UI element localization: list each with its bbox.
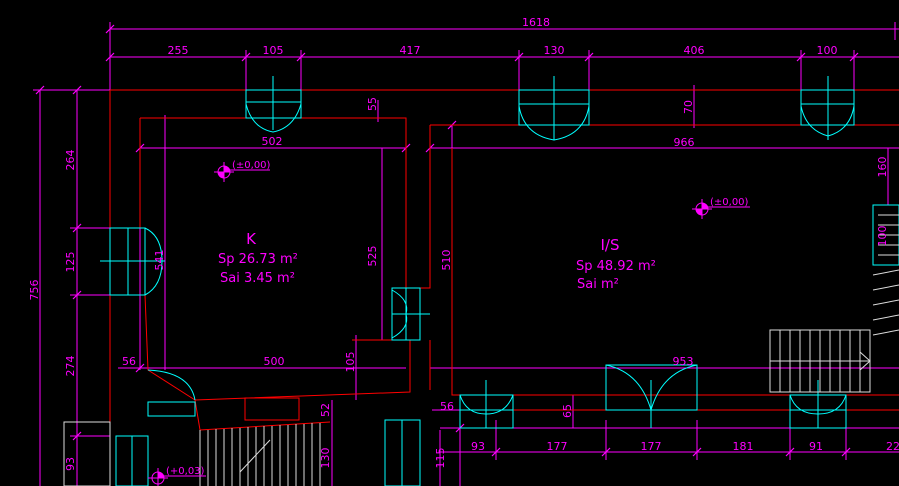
- k-inner-height: 525: [366, 246, 379, 267]
- stair-dim-52: 52: [319, 403, 332, 417]
- level-marker-hall: [148, 468, 206, 486]
- bottom-dim-6: 22: [886, 440, 899, 453]
- stair-dim-105: 105: [344, 352, 357, 373]
- top-dim-3: 417: [400, 44, 421, 57]
- k-width-top: 502: [262, 135, 283, 148]
- is-height: 510: [440, 250, 453, 271]
- level-label-k: (±0,00): [232, 160, 271, 171]
- bottom-dim-1: 93: [471, 440, 485, 453]
- room-k-name: K: [246, 230, 257, 248]
- stairs: [63, 214, 899, 486]
- k-width-bottom: 500: [264, 355, 285, 368]
- left-dim-93: 93: [64, 457, 77, 471]
- room-is-area: Sp 48.92 m²: [576, 259, 656, 274]
- bottom-dim-5: 91: [809, 440, 823, 453]
- windows-doors: [100, 76, 899, 486]
- left-dim-274: 274: [64, 356, 77, 377]
- right-dim-100: 100: [876, 226, 889, 247]
- top-dim-2: 105: [263, 44, 284, 57]
- sill-55: 55: [366, 97, 379, 111]
- right-dim-160: 160: [876, 157, 889, 178]
- overall-dimension-label: 1618: [522, 16, 550, 29]
- room-is-name: I/S: [601, 236, 620, 254]
- bottom-dim-56: 56: [440, 400, 454, 413]
- top-dim-6: 100: [817, 44, 838, 57]
- level-label-hall: (+0,03): [166, 466, 205, 477]
- bottom-dim-2: 177: [547, 440, 568, 453]
- top-dim-5: 406: [684, 44, 705, 57]
- level-label-is: (±0,00): [710, 197, 749, 208]
- is-width-top: 966: [674, 136, 695, 149]
- top-dim-4: 130: [544, 44, 565, 57]
- left-dim-756: 756: [28, 280, 41, 301]
- left-dim-56: 56: [122, 355, 136, 368]
- dimension-ticks: [35, 24, 859, 457]
- room-k-area: Sp 26.73 m²: [218, 252, 298, 267]
- left-dim-264: 264: [64, 150, 77, 171]
- bottom-dim-3: 177: [641, 440, 662, 453]
- bottom-dim-4: 181: [733, 440, 754, 453]
- top-dim-1: 255: [168, 44, 189, 57]
- is-width-bottom: 953: [673, 355, 694, 368]
- stair-dim-130: 130: [319, 448, 332, 469]
- k-height: 541: [153, 250, 166, 271]
- stair-dim-115: 115: [434, 448, 447, 469]
- room-is-volume: Sai m²: [577, 277, 619, 292]
- walls: [109, 89, 899, 437]
- level-marker-is: [692, 199, 750, 219]
- room-k-volume: Sai 3.45 m²: [220, 271, 295, 286]
- sill-65: 65: [561, 404, 574, 418]
- level-marker-k: [214, 162, 270, 182]
- sill-70: 70: [682, 100, 695, 114]
- left-dim-125: 125: [64, 252, 77, 273]
